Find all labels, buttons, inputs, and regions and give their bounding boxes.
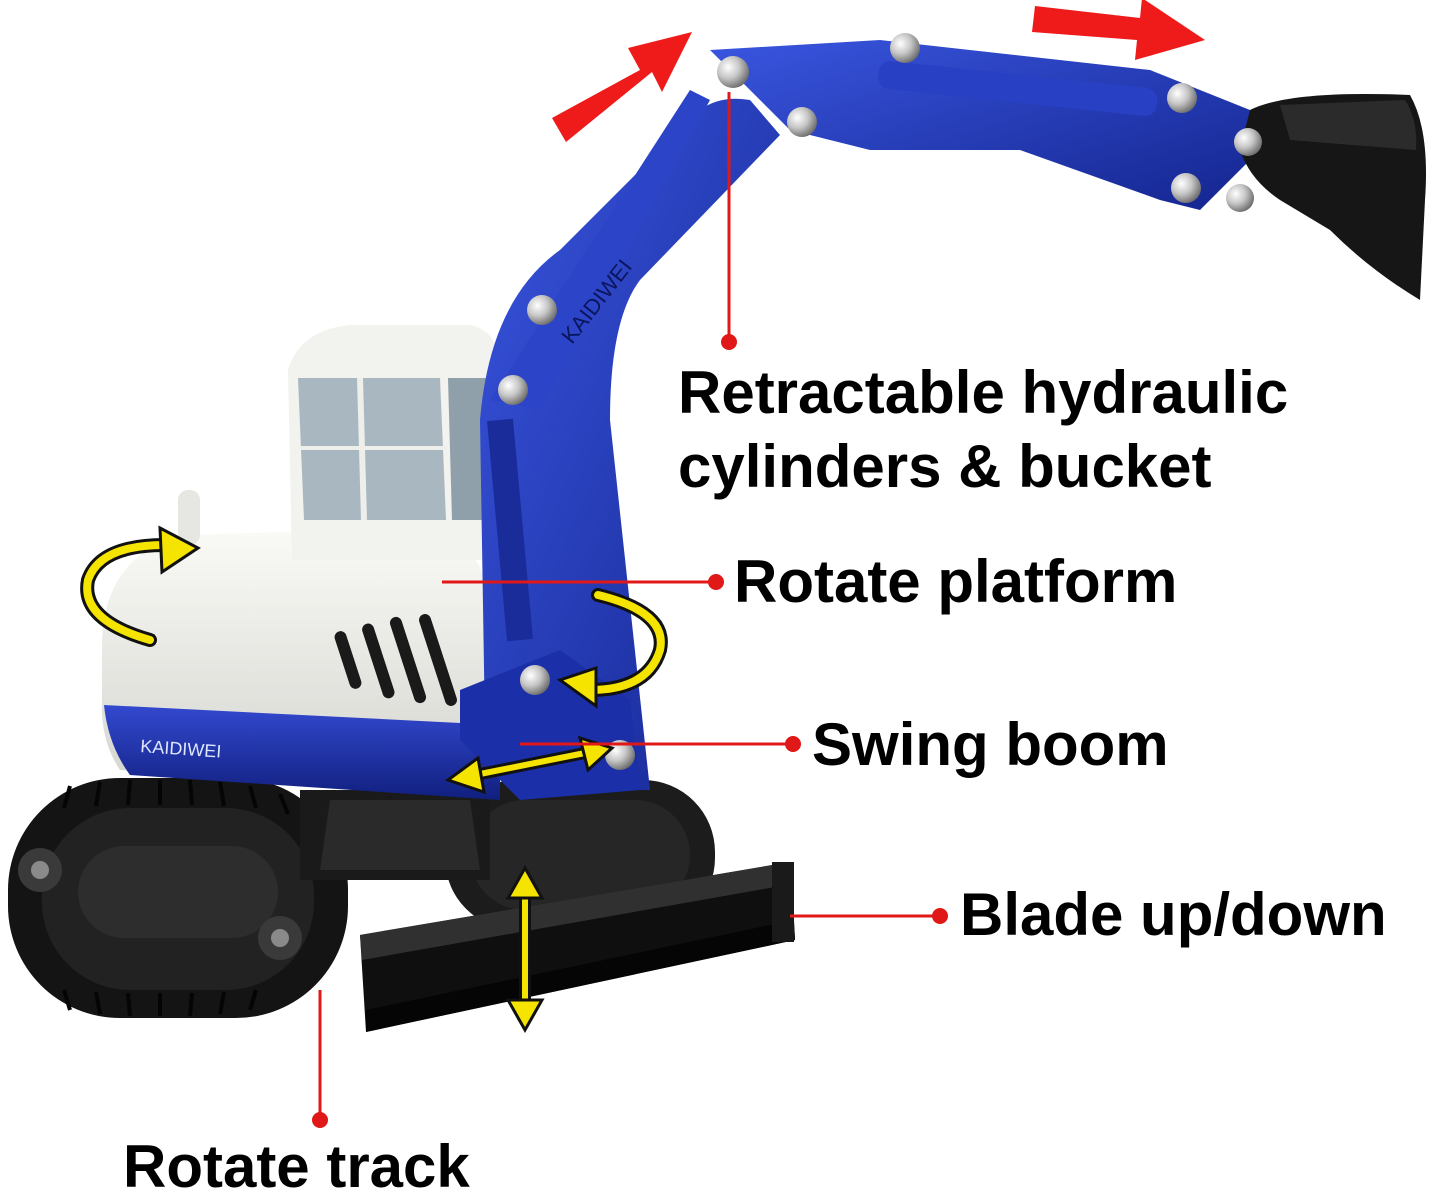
platform-rotate-arrow-left-fill <box>83 525 201 644</box>
blade-arrow <box>505 864 545 1034</box>
platform-rotate-arrow-right <box>556 588 668 709</box>
arm-extend-arrow <box>1032 0 1205 60</box>
undercarriage <box>300 790 490 880</box>
hydraulic-label-line2: cylinders & bucket <box>678 433 1212 500</box>
pivot-pins <box>498 33 1262 770</box>
leader-lines <box>318 92 940 1120</box>
swing-boom-label: Swing boom <box>812 711 1169 778</box>
boom-extend-arrow <box>552 32 692 142</box>
bucket <box>1240 94 1426 300</box>
cab <box>288 325 500 560</box>
dozer-blade <box>360 862 795 1032</box>
leader-dots <box>312 334 948 1128</box>
rotate-platform-label: Rotate platform <box>734 548 1178 615</box>
swing-arrow <box>444 735 615 795</box>
counterweight-body: KAIDIWEI <box>101 490 501 800</box>
rotate-track-label: Rotate track <box>123 1133 470 1196</box>
engine-vents <box>334 614 457 706</box>
hydraulic-label-line1: Retractable hydraulic <box>678 359 1289 426</box>
blade-label: Blade up/down <box>960 881 1387 948</box>
left-track <box>8 778 348 1018</box>
